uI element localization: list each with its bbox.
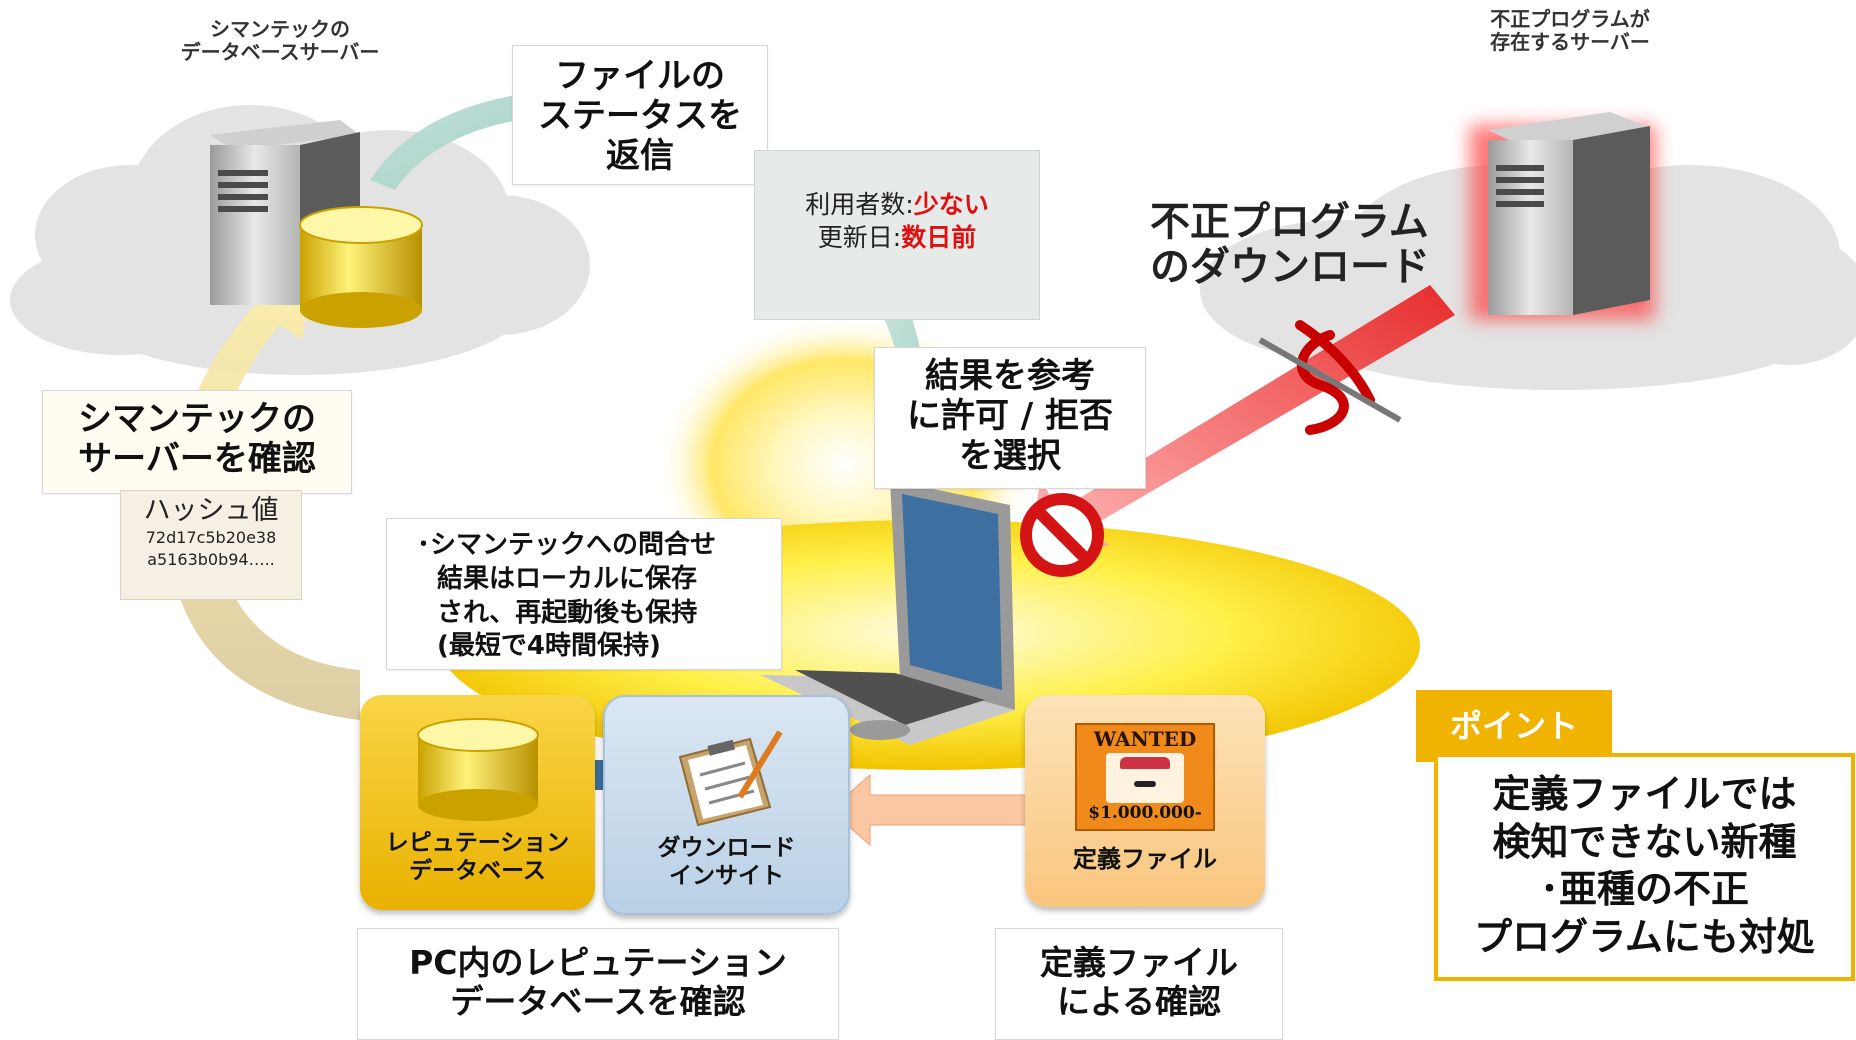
caption-line: 存在するサーバー — [1490, 30, 1650, 54]
clipboard-icon — [678, 730, 783, 827]
text-line: を選択 — [959, 436, 1061, 477]
reputation-db-label: レピュテーション データベース — [360, 830, 595, 885]
text-line: ステータスを — [538, 96, 742, 137]
symantec-db-server-caption: シマンテックの データベースサーバー — [150, 18, 410, 64]
cache-note: ･シマンテックへの問合せ 結果はローカルに保存 され、再起動後も保持 (最短で4… — [386, 518, 782, 670]
status-note: 利用者数:少ない 更新日:数日前 — [754, 150, 1040, 320]
malicious-server-caption: 不正プログラムが 存在するサーバー — [1440, 8, 1700, 54]
updated-value: 数日前 — [901, 222, 977, 252]
check-server-label: シマンテックの サーバーを確認 — [42, 390, 352, 494]
text-line: 結果を参考 — [925, 356, 1095, 396]
text-line: データベースを確認 — [450, 981, 746, 1021]
text-line: レピュテーション — [385, 830, 570, 856]
caption-line: データベースサーバー — [180, 40, 380, 64]
wanted-title: WANTED — [1093, 727, 1197, 751]
definition-arrow — [829, 773, 1041, 847]
return-status-label: ファイルの ステータスを 返信 — [512, 45, 768, 185]
text-line: され、再起動後も保持 — [437, 597, 698, 628]
malware-download-label: 不正プログラム のダウンロード — [1150, 200, 1460, 290]
malware-download-arrow — [1030, 285, 1455, 560]
updated-row: 更新日:数日前 — [755, 222, 1039, 255]
text-line: シマンテックの — [78, 399, 316, 439]
text-line: 定義ファイルでは — [1492, 772, 1797, 816]
malware-squiggle — [1295, 320, 1375, 435]
hash-note: ハッシュ値 72d17c5b20e38 a5163b0b94….. — [120, 490, 302, 600]
wanted-face-icon — [1106, 753, 1184, 803]
text-line: ･亜種の不正 — [1539, 867, 1749, 911]
text-line: プログラムにも対処 — [1474, 914, 1815, 959]
users-value: 少ない — [913, 190, 989, 219]
decide-label: 結果を参考 に許可 / 拒否 を選択 — [874, 347, 1146, 489]
text-line: サーバーを確認 — [78, 439, 316, 480]
text-line: による確認 — [1056, 981, 1221, 1021]
wanted-poster: WANTED $1.000.000- — [1075, 723, 1215, 831]
pc-db-check-label: PC内のレピュテーション データベースを確認 — [357, 928, 839, 1040]
text-line: に許可 / 拒否 — [906, 396, 1114, 437]
text-line: データベース — [409, 857, 546, 884]
text-line: ダウンロード — [657, 835, 796, 861]
symantec-db-cylinder — [299, 206, 423, 328]
download-insight-tile: ダウンロード インサイト — [603, 695, 850, 915]
prohibition-icon — [1020, 493, 1104, 577]
users-label: 利用者数: — [805, 190, 914, 219]
text-line: インサイト — [669, 862, 784, 889]
definition-file-label: 定義ファイル — [1073, 845, 1217, 873]
text-line: 返信 — [606, 136, 674, 177]
point-box: 定義ファイルでは 検知できない新種 ･亜種の不正 プログラムにも対処 — [1434, 753, 1855, 981]
text-line: (最短で4時間保持) — [437, 631, 661, 662]
point-badge: ポイント — [1416, 690, 1612, 762]
hash-value-line: 72d17c5b20e38 — [145, 528, 277, 548]
caption-line: 不正プログラムが — [1490, 7, 1650, 31]
text-line: 検知できない新種 — [1492, 819, 1797, 864]
definition-file-tile: WANTED $1.000.000- 定義ファイル — [1025, 695, 1265, 907]
text-line: 定義ファイル — [1040, 943, 1238, 982]
laptop — [760, 480, 1015, 745]
caption-line: シマンテックの — [210, 17, 350, 41]
reputation-db-tile: レピュテーション データベース — [360, 695, 595, 910]
text-line: PC内のレピュテーション — [409, 943, 787, 982]
users-row: 利用者数:少ない — [755, 189, 1039, 222]
gold-arc-arrow — [168, 258, 360, 720]
updated-label: 更新日: — [817, 222, 902, 252]
text-line: のダウンロード — [1150, 243, 1430, 290]
text-line: 不正プログラム — [1150, 199, 1429, 245]
text-line: ファイルの — [555, 56, 725, 96]
hash-label: ハッシュ値 — [143, 495, 279, 526]
database-icon — [417, 718, 539, 821]
malicious-server — [1470, 112, 1655, 320]
text-line: 結果はローカルに保存 — [437, 563, 698, 594]
definition-check-label: 定義ファイル による確認 — [995, 928, 1283, 1040]
hash-value-line: a5163b0b94….. — [147, 549, 275, 569]
download-insight-label: ダウンロード インサイト — [605, 835, 848, 890]
text-line: ･シマンテックへの問合せ — [417, 530, 717, 560]
wanted-reward: $1.000.000- — [1088, 803, 1202, 823]
